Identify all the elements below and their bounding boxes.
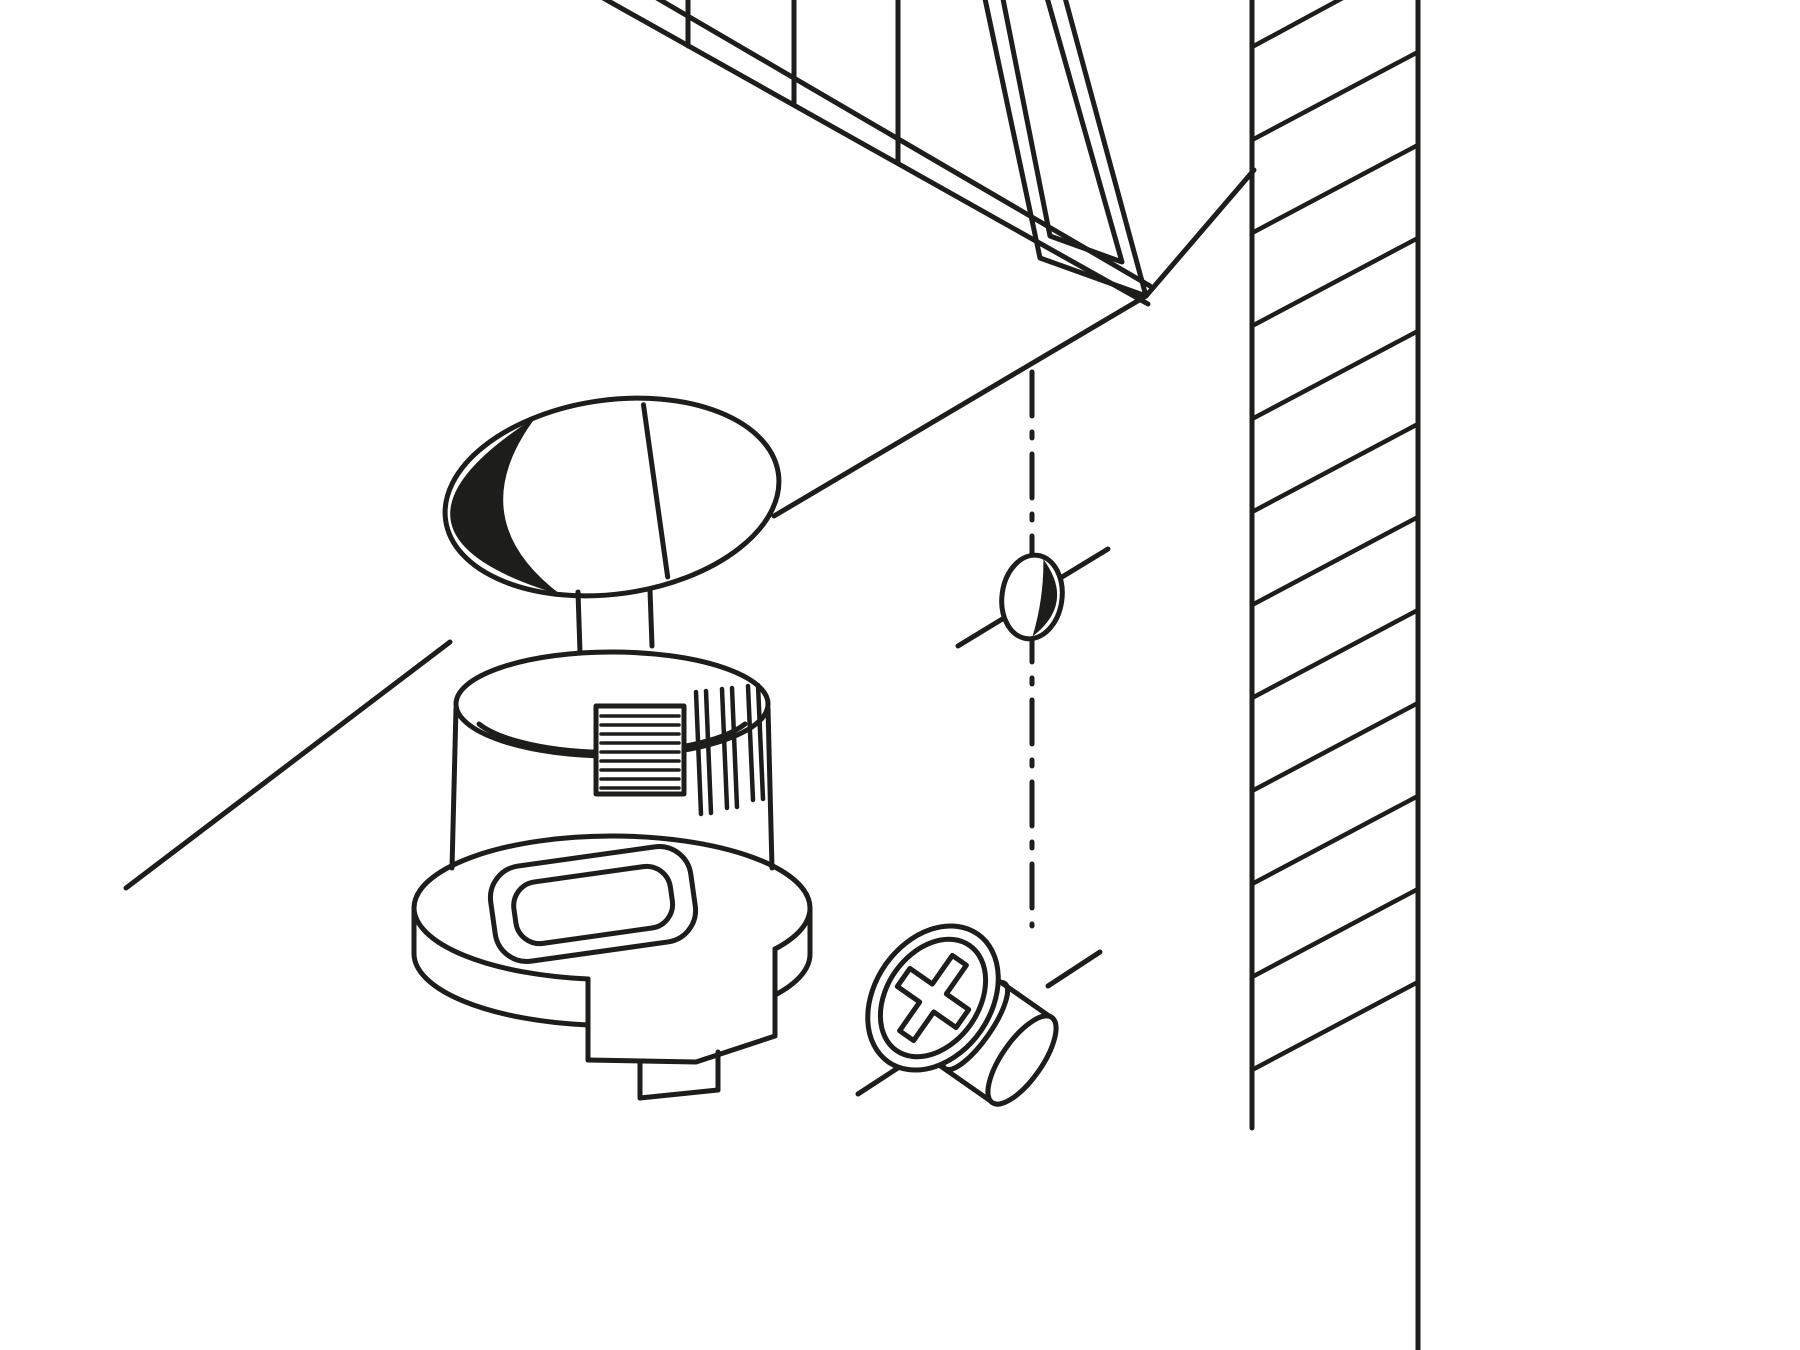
pilot-hole xyxy=(955,546,1111,649)
connecting-bolt xyxy=(855,923,1103,1107)
cabinet-panel xyxy=(123,0,1257,891)
projection-line xyxy=(575,589,583,655)
panel-end-face xyxy=(982,0,1149,299)
connector-flange xyxy=(411,833,813,1101)
cam-connector-fitting xyxy=(411,649,813,1101)
cam-bore-hole xyxy=(442,395,782,599)
bolt-slot xyxy=(487,844,699,964)
bolt-axis-tick xyxy=(1045,949,1103,989)
pilot-hole-shadow-crescent xyxy=(1032,559,1058,637)
housing-ribs xyxy=(693,682,766,817)
phillips-recess xyxy=(877,940,989,1057)
section-hatching xyxy=(1249,0,1421,1073)
knurl-texture xyxy=(593,703,687,797)
projection-line xyxy=(647,587,655,649)
flange-notch xyxy=(585,946,778,1101)
side-panel-section xyxy=(1249,0,1421,1350)
bore-shadow-crescent xyxy=(450,416,562,596)
